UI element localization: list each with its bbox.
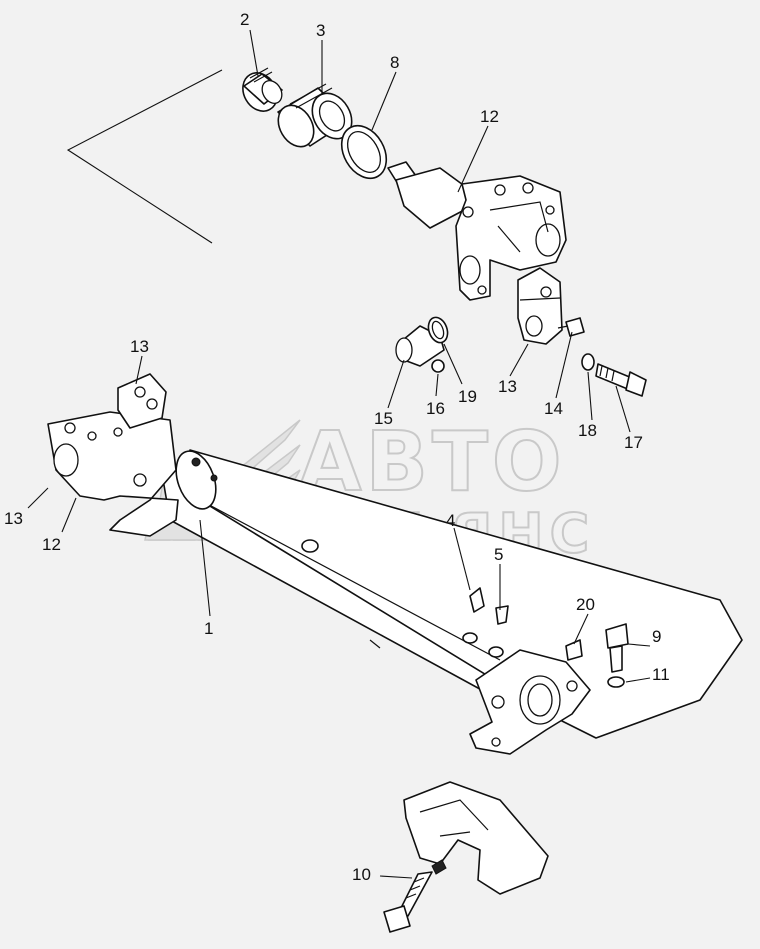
callout-12-top: 12: [480, 107, 499, 126]
bushing-2: [242, 67, 283, 112]
washer-18: [581, 353, 595, 371]
callout-4: 4: [446, 511, 455, 530]
callout-16: 16: [426, 399, 445, 418]
callout-8: 8: [390, 53, 399, 72]
axle-housing-1: [159, 449, 743, 739]
bolt-17: [595, 363, 647, 397]
callout-18: 18: [578, 421, 597, 440]
grease-fitting-4: [462, 587, 485, 644]
seal-ring-19: [427, 316, 449, 344]
rear-support-12: [387, 161, 567, 301]
bolt-9: [605, 623, 629, 673]
callout-5: 5: [494, 545, 503, 564]
front-cap-13: [117, 373, 167, 429]
callout-13-mid: 13: [498, 377, 517, 396]
bushing-16: [431, 359, 445, 373]
callout-3: 3: [316, 21, 325, 40]
callout-17: 17: [624, 433, 643, 452]
callout-14: 14: [544, 399, 563, 418]
grease-fitting-14: [557, 317, 585, 337]
callout-2: 2: [240, 10, 249, 29]
axis-break-line: [66, 69, 223, 244]
front-support-12: [47, 411, 179, 537]
callout-10: 10: [352, 865, 371, 884]
leader-lines: [27, 29, 651, 879]
callout-12-left: 12: [42, 535, 61, 554]
bushing-3: [277, 83, 353, 148]
washer-11: [607, 676, 625, 688]
callout-13-top: 13: [130, 337, 149, 356]
rear-bracket: [469, 649, 591, 755]
nut: [191, 457, 319, 553]
plug-5: [488, 605, 509, 658]
callout-11: 11: [652, 665, 670, 684]
callout-9: 9: [652, 627, 661, 646]
callout-1: 1: [204, 619, 213, 638]
bolt-10: [383, 871, 433, 933]
callout-19: 19: [458, 387, 477, 406]
bearing-cap-13: [517, 267, 563, 345]
callout-13-left: 13: [4, 509, 23, 528]
callout-20: 20: [576, 595, 595, 614]
callout-15: 15: [374, 409, 393, 428]
seal-ring-8: [340, 124, 388, 180]
lower-bracket: [403, 781, 549, 895]
callout-labels: 2 3 8 12 13 13 12 1 4 5 20 9 11 10 15 16…: [4, 10, 670, 884]
